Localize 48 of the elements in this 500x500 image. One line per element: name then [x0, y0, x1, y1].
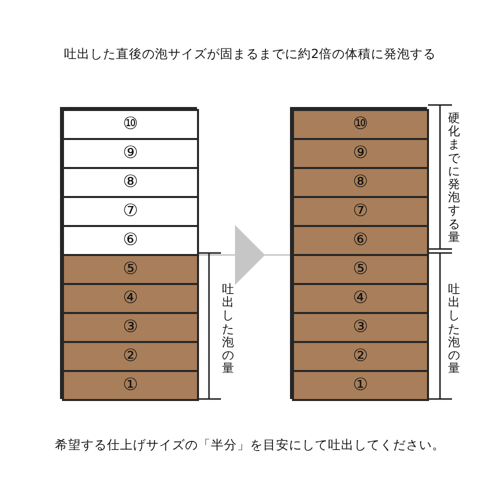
segment-number: ⑩	[352, 116, 368, 133]
segment-number: ⑦	[122, 203, 138, 220]
arrow	[197, 225, 290, 285]
volume-segment	[292, 370, 429, 401]
segment-number: ⑥	[122, 232, 138, 249]
segment-number: ①	[352, 377, 368, 394]
volume-segment	[62, 167, 199, 198]
volume-segment	[292, 312, 429, 343]
segment-number: ⑩	[122, 116, 138, 133]
segment-number: ④	[352, 290, 368, 307]
volume-segment	[62, 138, 199, 169]
volume-segment	[292, 283, 429, 314]
dimension-label: 吐出した泡の量	[222, 283, 234, 376]
volume-segment	[292, 109, 429, 140]
volume-segment	[62, 283, 199, 314]
volume-segment	[292, 254, 429, 285]
volume-segment	[292, 167, 429, 198]
volume-segment	[292, 225, 429, 256]
volume-segment	[62, 254, 199, 285]
volume-segment	[292, 341, 429, 372]
segment-number: ⑧	[352, 174, 368, 191]
volume-segment	[62, 196, 199, 227]
volume-segment	[62, 312, 199, 343]
segment-number: ③	[122, 319, 138, 336]
segment-number: ⑧	[122, 174, 138, 191]
segment-number: ③	[352, 319, 368, 336]
dimension-label: 硬化までに発泡する量	[448, 112, 460, 244]
segment-number: ⑥	[352, 232, 368, 249]
segment-number: ⑨	[352, 145, 368, 162]
segment-number: ④	[122, 290, 138, 307]
caption: 希望する仕上げサイズの「半分」を目安にして吐出してください。	[54, 437, 446, 454]
segment-number: ⑤	[352, 261, 368, 278]
segment-number: ①	[122, 377, 138, 394]
volume-segment	[62, 341, 199, 372]
dimension-label: 吐出した泡の量	[448, 283, 460, 376]
column-stack	[290, 107, 427, 399]
segment-number: ⑤	[122, 261, 138, 278]
volume-segment	[292, 138, 429, 169]
volume-segment	[62, 370, 199, 401]
volume-segment	[62, 109, 199, 140]
column-stack	[60, 107, 197, 399]
segment-number: ②	[352, 348, 368, 365]
segment-number: ⑦	[352, 203, 368, 220]
segment-number: ⑨	[122, 145, 138, 162]
volume-segment	[62, 225, 199, 256]
segment-number: ②	[122, 348, 138, 365]
heading: 吐出した直後の泡サイズが固まるまでに約2倍の体積に発泡する	[63, 46, 437, 63]
volume-segment	[292, 196, 429, 227]
